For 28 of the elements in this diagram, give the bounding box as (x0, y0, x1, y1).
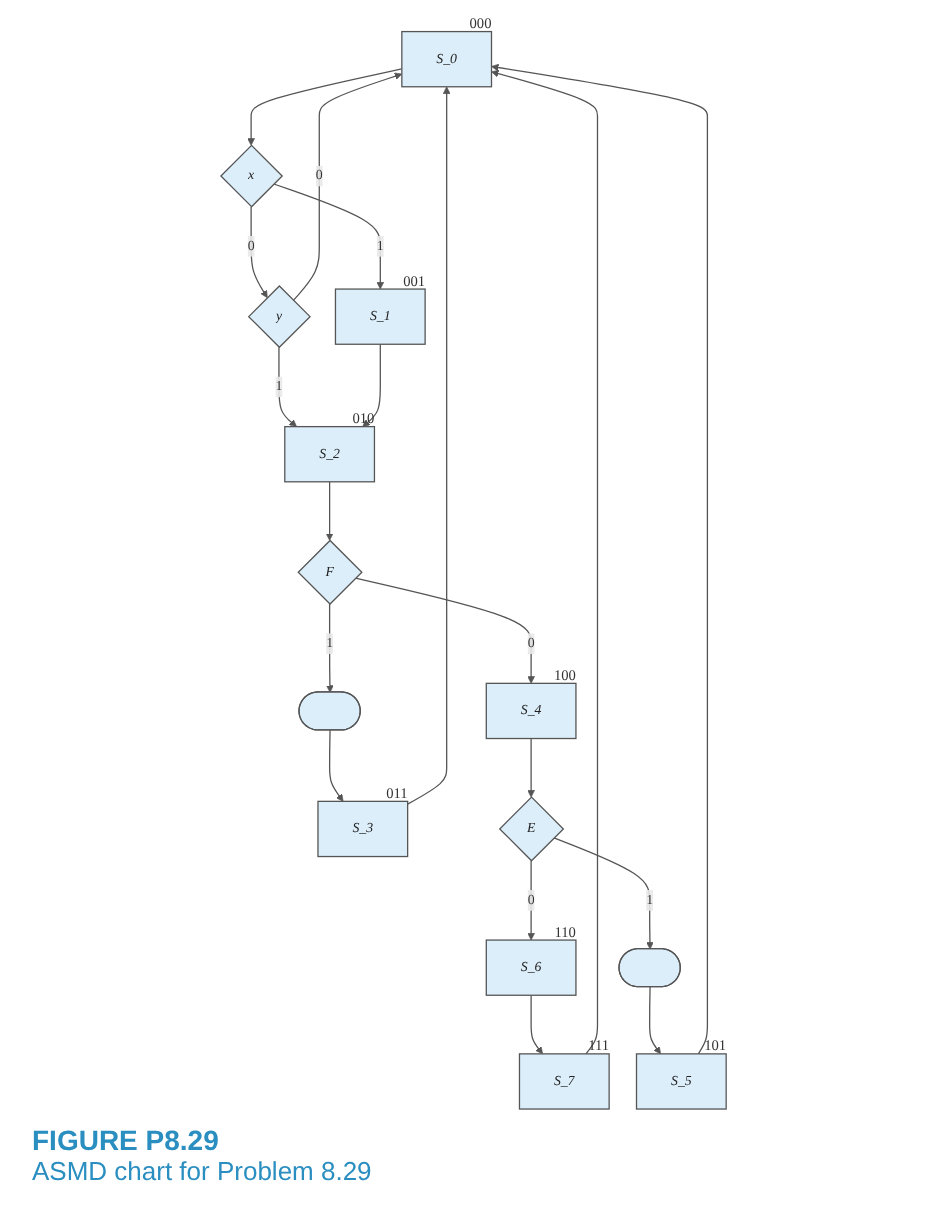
arrow (278, 346, 298, 427)
arrow (553, 837, 655, 950)
state-code: 100 (554, 665, 577, 684)
arrow (530, 994, 544, 1055)
arrow (247, 68, 403, 146)
figure-number: FIGURE P8.29 (32, 1124, 221, 1156)
arrow (491, 69, 599, 1055)
state-code: 011 (386, 783, 409, 802)
state-code: 111 (588, 1036, 610, 1055)
arrow (362, 343, 382, 427)
arrow (326, 481, 334, 541)
arrow (250, 206, 269, 299)
arrow (527, 860, 536, 941)
arrow (326, 603, 335, 693)
arrow (527, 737, 536, 798)
arrow (491, 63, 709, 1055)
figure-caption: ASMD chart for Problem 8.29 (32, 1156, 374, 1186)
arrow (329, 729, 344, 802)
arrow (355, 577, 536, 684)
arrow (293, 72, 403, 302)
arrow (273, 183, 385, 290)
state-code: 010 (353, 409, 375, 428)
state-code: 101 (704, 1036, 727, 1055)
state-code: 110 (555, 922, 577, 941)
state-code: 001 (403, 271, 426, 290)
arrow (407, 86, 451, 805)
state-code: 000 (470, 14, 492, 33)
arrow (649, 986, 662, 1055)
